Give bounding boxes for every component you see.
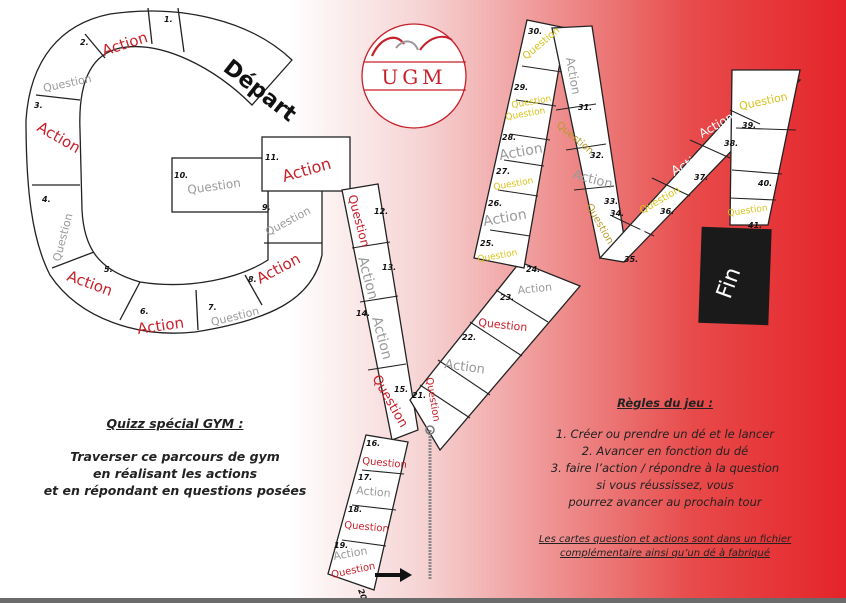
rules-note-line-2: complémentaire ainsi qu’un dé à fabriqué (560, 548, 770, 559)
tile-24-number: 24. (526, 265, 540, 274)
rule-3: 3. faire l’action / répondre à la questi… (550, 461, 780, 475)
tile-11 (261, 136, 351, 192)
tile-39-number: 39. (742, 121, 756, 130)
tile-41-number: 41. (747, 221, 762, 230)
tile-9-number: 9. (262, 203, 271, 212)
tile-1-number: 1. (164, 15, 173, 24)
tile-10-number: 10. (174, 171, 188, 180)
tile-23-number: 23. (500, 293, 514, 302)
rules-note-line-1: Les cartes question et actions sont dans… (538, 534, 792, 545)
letter-y-dividers (341, 241, 549, 547)
rules-title: Règles du jeu : (617, 396, 713, 410)
tile-2-number: 2. (80, 38, 89, 47)
rope-icon (425, 425, 435, 580)
tile-18-number: 18. (348, 505, 362, 514)
bottom-bar (0, 598, 846, 603)
tile-28-label: Action (498, 141, 544, 164)
letter-m-track (473, 19, 802, 269)
logo-text: UGM (381, 65, 446, 89)
intro-title: Quizz spécial GYM : (106, 416, 244, 431)
rules-note: Les cartes question et actions sont dans… (495, 533, 835, 561)
tile-8-number: 8. (248, 275, 257, 284)
letter-g-track (25, 7, 323, 334)
tile-3-number: 3. (34, 101, 43, 110)
tile-36-number: 36. (660, 207, 674, 216)
tile-16-label: Question (362, 456, 408, 471)
tile-10 (171, 157, 269, 213)
tile-32-number: 32. (590, 151, 604, 160)
rule-5: pourrez avancer au prochain tour (568, 495, 762, 509)
tile-19-label: Action (332, 544, 368, 563)
tile-7-number: 7. (208, 303, 217, 312)
tile-22-label: Action (443, 357, 485, 378)
tile-23-label: Question (478, 316, 528, 334)
rule-2: 2. Avancer en fonction du dé (581, 444, 749, 458)
letter-m-dividers (489, 65, 797, 237)
tile-34-number: 34. (610, 209, 624, 218)
tile-18-label: Question (344, 520, 390, 535)
tile-19-number: 19. (334, 541, 348, 550)
tile-29-number: 29. (514, 83, 528, 92)
tile-27-number: 27. (496, 167, 510, 176)
tile-17-number: 17. (358, 473, 372, 482)
tile-5-number: 5. (104, 265, 113, 274)
tile-26-label: Action (482, 207, 528, 230)
tile-25-number: 25. (480, 239, 494, 248)
tile-35-number: 35. (624, 255, 638, 264)
tile-38-number: 38. (724, 139, 738, 148)
letter-y-track (327, 183, 582, 591)
intro-line-3: et en répondant en questions posées (43, 483, 307, 498)
tile-4-number: 4. (41, 195, 51, 204)
tile-12-number: 12. (374, 207, 388, 216)
tile-33-number: 33. (604, 197, 618, 206)
tile-30-number: 30. (528, 27, 542, 36)
tile-16-number: 16. (366, 439, 380, 448)
arrow-right-icon (375, 568, 412, 582)
tile-6-number: 6. (140, 307, 149, 316)
rule-1: 1. Créer ou prendre un dé et le lancer (555, 427, 775, 441)
tile-13-number: 13. (382, 263, 396, 272)
tile-28-number: 28. (502, 133, 516, 142)
intro-line-2: en réalisant les actions (92, 466, 258, 481)
tile-24-label: Action (517, 280, 553, 297)
rule-4: si vous réussissez, vous (596, 478, 734, 492)
tile-40-number: 40. (757, 179, 772, 188)
ugm-logo: UGM (361, 23, 467, 129)
end-tile (698, 226, 772, 326)
tile-22-number: 22. (462, 333, 476, 342)
tile-15-number: 15. (394, 385, 408, 394)
tile-30b-label: Action (563, 56, 583, 95)
intro-line-1: Traverser ce parcours de gym (70, 449, 280, 464)
tile-26-number: 26. (488, 199, 502, 208)
tile-11-number: 11. (265, 153, 279, 162)
tile-14-number: 14. (356, 309, 370, 318)
tile-31-number: 31. (578, 103, 592, 112)
tile-17-label: Action (356, 484, 391, 500)
rules-panel: Règles du jeu : 1. Créer ou prendre un d… (495, 395, 835, 561)
tile-21-number: 21. (412, 391, 426, 400)
tile-37-number: 37. (694, 173, 708, 182)
intro-text: Quizz spécial GYM : Traverser ce parcour… (10, 415, 340, 499)
